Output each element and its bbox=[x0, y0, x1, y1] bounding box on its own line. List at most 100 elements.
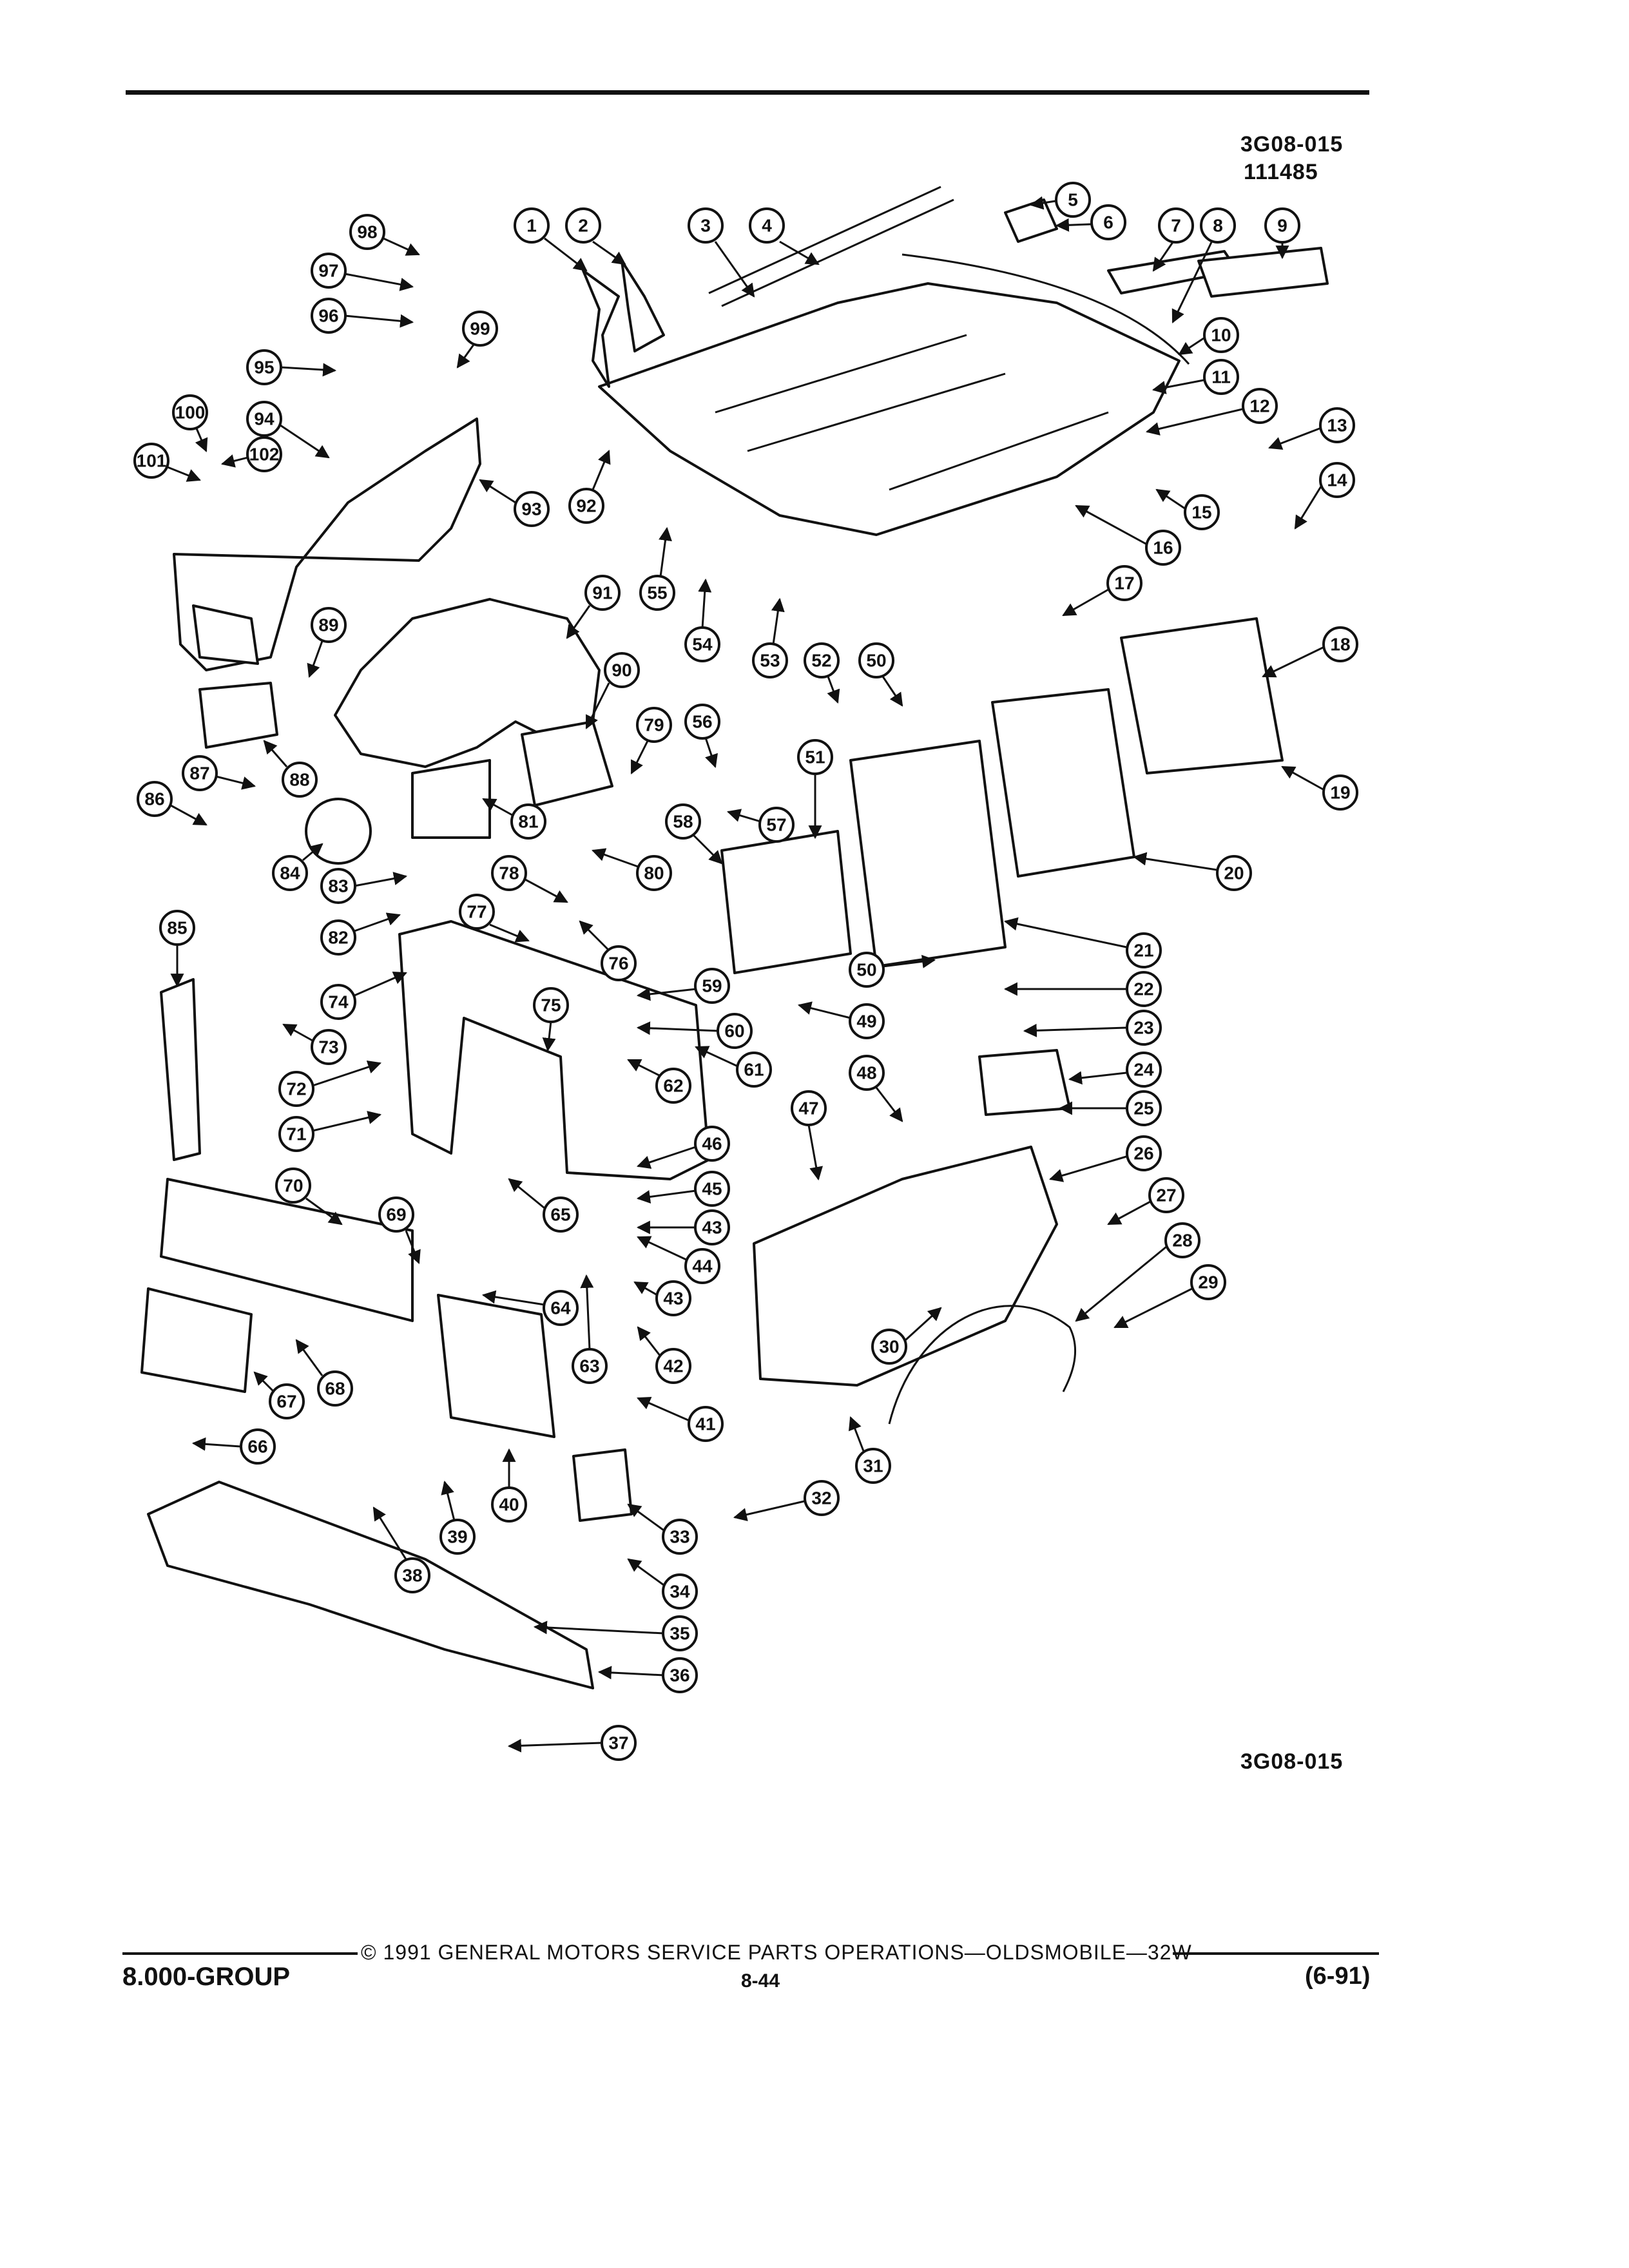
callout-54: 54 bbox=[684, 626, 720, 662]
svg-text:101: 101 bbox=[137, 451, 167, 471]
svg-text:72: 72 bbox=[286, 1079, 306, 1099]
callout-28: 28 bbox=[1164, 1222, 1200, 1258]
callout-9: 9 bbox=[1264, 207, 1300, 244]
callout-48: 48 bbox=[849, 1055, 885, 1091]
svg-text:58: 58 bbox=[673, 812, 693, 832]
callout-43a: 43 bbox=[655, 1280, 691, 1316]
svg-text:62: 62 bbox=[663, 1076, 683, 1096]
callout-14: 14 bbox=[1319, 462, 1355, 498]
svg-text:87: 87 bbox=[189, 764, 209, 783]
vacuum-tank bbox=[305, 798, 372, 865]
callout-65: 65 bbox=[543, 1196, 579, 1233]
callout-57: 57 bbox=[758, 807, 795, 843]
svg-text:48: 48 bbox=[856, 1063, 876, 1083]
callout-75: 75 bbox=[533, 987, 569, 1023]
svg-text:64: 64 bbox=[550, 1298, 571, 1318]
svg-text:1: 1 bbox=[526, 216, 537, 236]
svg-text:99: 99 bbox=[470, 319, 490, 339]
callout-69: 69 bbox=[378, 1196, 414, 1233]
callout-91: 91 bbox=[584, 575, 621, 611]
callout-22: 22 bbox=[1126, 971, 1162, 1007]
callout-71: 71 bbox=[278, 1116, 314, 1152]
callout-101: 101 bbox=[133, 443, 169, 479]
hood-hinge-left bbox=[582, 269, 620, 388]
callout-46: 46 bbox=[694, 1126, 730, 1162]
callout-77: 77 bbox=[459, 894, 495, 930]
svg-text:38: 38 bbox=[402, 1566, 422, 1586]
callout-64: 64 bbox=[543, 1290, 579, 1326]
callout-59: 59 bbox=[694, 968, 730, 1004]
grille bbox=[140, 1287, 253, 1393]
callout-20: 20 bbox=[1216, 855, 1252, 891]
svg-text:92: 92 bbox=[576, 496, 596, 516]
svg-text:70: 70 bbox=[283, 1176, 303, 1196]
svg-text:27: 27 bbox=[1156, 1186, 1176, 1206]
callout-84: 84 bbox=[272, 855, 308, 891]
svg-text:17: 17 bbox=[1114, 573, 1134, 593]
hood-hinge-right bbox=[621, 260, 665, 352]
callout-82: 82 bbox=[320, 919, 356, 956]
callout-52: 52 bbox=[804, 642, 840, 678]
svg-text:46: 46 bbox=[702, 1134, 722, 1154]
air-cleaner-housing bbox=[521, 720, 613, 807]
bumper-bar bbox=[437, 1294, 555, 1438]
svg-text:52: 52 bbox=[811, 651, 831, 671]
callout-73: 73 bbox=[311, 1029, 347, 1065]
callout-32: 32 bbox=[804, 1480, 840, 1516]
svg-text:16: 16 bbox=[1153, 538, 1173, 558]
callout-76: 76 bbox=[601, 945, 637, 981]
callout-27: 27 bbox=[1148, 1177, 1184, 1213]
svg-text:6: 6 bbox=[1103, 213, 1113, 233]
callout-15: 15 bbox=[1184, 494, 1220, 530]
svg-text:90: 90 bbox=[612, 660, 631, 680]
callout-36: 36 bbox=[662, 1657, 698, 1693]
svg-text:83: 83 bbox=[328, 876, 348, 896]
svg-text:25: 25 bbox=[1133, 1099, 1153, 1119]
svg-text:8: 8 bbox=[1213, 216, 1223, 236]
callout-96: 96 bbox=[311, 298, 347, 334]
svg-text:97: 97 bbox=[318, 261, 338, 281]
callout-17: 17 bbox=[1106, 565, 1142, 601]
svg-text:56: 56 bbox=[692, 712, 712, 732]
svg-text:68: 68 bbox=[325, 1379, 345, 1399]
svg-text:33: 33 bbox=[670, 1527, 689, 1547]
svg-text:7: 7 bbox=[1171, 216, 1181, 236]
callout-50b: 50 bbox=[858, 642, 894, 678]
svg-text:5: 5 bbox=[1068, 190, 1078, 210]
svg-text:88: 88 bbox=[289, 770, 309, 790]
svg-text:40: 40 bbox=[499, 1495, 519, 1515]
svg-text:75: 75 bbox=[541, 995, 561, 1015]
svg-text:93: 93 bbox=[521, 499, 541, 519]
svg-text:85: 85 bbox=[167, 918, 187, 938]
svg-text:29: 29 bbox=[1198, 1273, 1218, 1293]
svg-text:42: 42 bbox=[663, 1356, 683, 1376]
callout-90: 90 bbox=[604, 652, 640, 688]
callout-10: 10 bbox=[1203, 317, 1239, 353]
callout-97: 97 bbox=[311, 253, 347, 289]
callout-100: 100 bbox=[172, 394, 208, 430]
callout-53: 53 bbox=[752, 642, 788, 678]
svg-text:47: 47 bbox=[798, 1099, 818, 1119]
svg-text:2: 2 bbox=[578, 216, 588, 236]
callout-39: 39 bbox=[439, 1519, 476, 1555]
callout-43b: 43 bbox=[694, 1209, 730, 1245]
svg-text:55: 55 bbox=[647, 583, 667, 603]
callout-80: 80 bbox=[636, 855, 672, 891]
callout-61: 61 bbox=[736, 1052, 772, 1088]
callout-72: 72 bbox=[278, 1071, 314, 1107]
callout-58: 58 bbox=[665, 803, 701, 840]
svg-text:98: 98 bbox=[357, 222, 377, 242]
svg-text:57: 57 bbox=[766, 815, 786, 835]
callout-42: 42 bbox=[655, 1348, 691, 1384]
svg-text:30: 30 bbox=[879, 1337, 899, 1357]
callout-50a: 50 bbox=[849, 952, 885, 988]
illustration-ref-number: 111485 bbox=[1244, 160, 1318, 184]
svg-text:94: 94 bbox=[254, 409, 275, 429]
callout-78: 78 bbox=[491, 855, 527, 891]
svg-text:36: 36 bbox=[670, 1666, 689, 1686]
svg-text:34: 34 bbox=[670, 1582, 690, 1602]
callout-47: 47 bbox=[791, 1090, 827, 1126]
svg-text:76: 76 bbox=[608, 954, 628, 974]
